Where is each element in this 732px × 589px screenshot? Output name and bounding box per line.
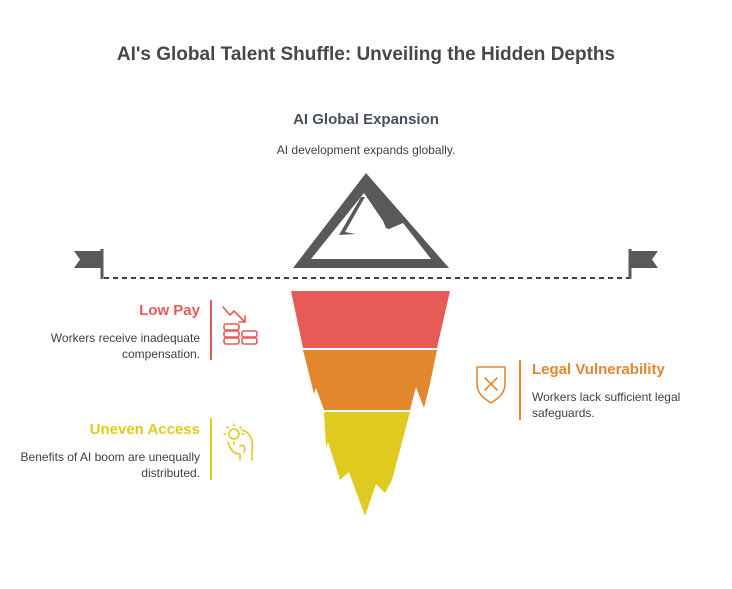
legal-vulnerability-description-line2: safeguards. [532, 406, 595, 420]
left-flag-icon [74, 249, 104, 279]
diagram-title: AI's Global Talent Shuffle: Unveiling th… [116, 44, 616, 65]
low-pay-description-line2: compensation. [121, 347, 200, 361]
hand-coin-icon [223, 423, 254, 461]
uneven-access-description-line2: distributed. [141, 466, 200, 480]
top-heading: AI Global Expansion [293, 111, 439, 128]
layer-low-pay [291, 291, 450, 348]
low-pay-heading: Low Pay [139, 302, 200, 319]
uneven-access-heading: Uneven Access [89, 421, 200, 438]
legal-vulnerability-heading: Legal Vulnerability [532, 361, 665, 378]
mountain-icon [293, 173, 449, 268]
legal-vulnerability-divider [519, 360, 521, 420]
low-pay-divider [210, 300, 212, 360]
shield-x-icon [476, 366, 506, 404]
top-description: AI development expands globally. [276, 143, 456, 157]
layer-legal-vulnerability [303, 350, 437, 410]
low-pay-description-line1: Workers receive inadequate [50, 331, 200, 345]
uneven-access-description-line1: Benefits of AI boom are unequally [20, 450, 200, 464]
right-flag-icon [628, 249, 658, 279]
uneven-access-divider [210, 418, 212, 480]
legal-vulnerability-description-line1: Workers lack sufficient legal [532, 390, 681, 404]
layer-uneven-access [324, 412, 410, 516]
declining-money-icon [222, 306, 258, 345]
